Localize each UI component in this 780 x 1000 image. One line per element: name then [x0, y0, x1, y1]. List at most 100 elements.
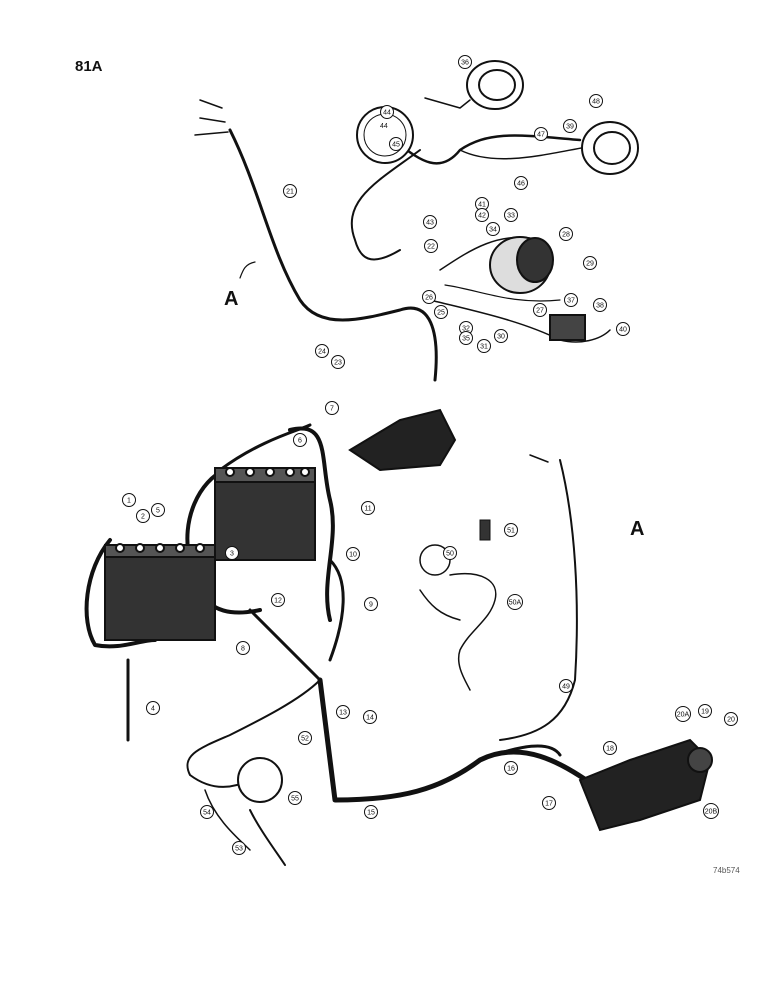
- callout-label: 41: [478, 202, 486, 209]
- callout-circle: [346, 547, 360, 561]
- callout-label: 24: [318, 349, 326, 356]
- callout-4: 4: [146, 701, 160, 715]
- callout-label: 33: [507, 213, 515, 220]
- callout-circle: [225, 546, 239, 560]
- callout-3: 3: [225, 546, 239, 560]
- callout-30: 30: [494, 329, 508, 343]
- callout-11: 11: [361, 501, 375, 515]
- callout-28: 28: [559, 227, 573, 241]
- callout-label: 29: [586, 261, 594, 268]
- callout-label: 37: [567, 298, 575, 305]
- callout-circle: [336, 705, 350, 719]
- callout-label: 10: [349, 552, 357, 559]
- callout-circle: [589, 94, 603, 108]
- callout-label: 50A: [509, 600, 522, 607]
- callout-24: 24: [315, 344, 329, 358]
- callout-54: 54: [200, 805, 214, 819]
- harness-21: [228, 128, 438, 382]
- callout-circle: [361, 501, 375, 515]
- callout-circle: [542, 796, 556, 810]
- callout-label: 14: [366, 715, 374, 722]
- callout-label: 5: [156, 508, 160, 515]
- callout-label: 51: [507, 528, 515, 535]
- callout-44: 44: [380, 105, 394, 119]
- callout-55: 55: [288, 791, 302, 805]
- callout-label: 47: [537, 132, 545, 139]
- callout-53: 53: [232, 841, 246, 855]
- harness-49: [499, 459, 578, 741]
- callout-34: 34: [486, 222, 500, 236]
- callout-circle: [325, 401, 339, 415]
- callout-label: 38: [596, 303, 604, 310]
- callout-33: 33: [504, 208, 518, 222]
- callout-circle: [477, 339, 491, 353]
- callout-circle: [675, 706, 691, 722]
- callout-circle: [504, 208, 518, 222]
- callout-circle: [507, 594, 523, 610]
- callout-circle: [475, 208, 489, 222]
- callout-43: 43: [423, 215, 437, 229]
- callout-9: 9: [364, 597, 378, 611]
- callout-circle: [559, 679, 573, 693]
- callout-circle: [603, 741, 617, 755]
- callout-label: 46: [517, 181, 525, 188]
- callout-circle: [364, 805, 378, 819]
- callout-circle: [559, 227, 573, 241]
- callout-label: 23: [334, 360, 342, 367]
- callout-label: 20: [727, 717, 735, 724]
- callout-label: 31: [480, 344, 488, 351]
- callout-21: 21: [283, 184, 297, 198]
- callout-25: 25: [434, 305, 448, 319]
- callout-50a: 50A: [507, 594, 523, 610]
- callout-16: 16: [504, 761, 518, 775]
- callout-label: 26: [425, 295, 433, 302]
- callout-label: 34: [489, 227, 497, 234]
- callout-circle: [534, 127, 548, 141]
- callout-circle: [422, 290, 436, 304]
- callout-46: 46: [514, 176, 528, 190]
- callout-circle: [389, 137, 403, 151]
- cable-8: [248, 608, 322, 682]
- callout-50: 50: [443, 546, 457, 560]
- callout-circle: [122, 493, 136, 507]
- callout-36: 36: [458, 55, 472, 69]
- callout-27: 27: [533, 303, 547, 317]
- callout-10: 10: [346, 547, 360, 561]
- callout-label: 6: [298, 438, 302, 445]
- callout-label: 15: [367, 810, 375, 817]
- callout-label: 42: [478, 213, 486, 220]
- callout-15: 15: [364, 805, 378, 819]
- callout-45: 45: [389, 137, 403, 151]
- callout-label: 32: [462, 326, 470, 333]
- callout-6: 6: [293, 433, 307, 447]
- callout-51: 51: [504, 523, 518, 537]
- callout-label: 1: [127, 498, 131, 505]
- callout-label: 53: [235, 846, 243, 853]
- gauge-label-44: 44: [380, 123, 388, 130]
- callout-29: 29: [583, 256, 597, 270]
- callout-52: 52: [298, 731, 312, 745]
- battery-left: [104, 543, 216, 641]
- callout-13: 13: [336, 705, 350, 719]
- callout-circle: [298, 731, 312, 745]
- callout-label: 52: [301, 736, 309, 743]
- callout-7: 7: [325, 401, 339, 415]
- callout-circle: [315, 344, 329, 358]
- callout-20: 20: [724, 712, 738, 726]
- callout-circle: [724, 712, 738, 726]
- callout-label: 18: [606, 746, 614, 753]
- callout-circle: [434, 305, 448, 319]
- cable-7: [288, 426, 335, 622]
- callout-circle: [504, 523, 518, 537]
- callout-label: 49: [562, 684, 570, 691]
- callout-label: 25: [437, 310, 445, 317]
- callout-42: 42: [475, 208, 489, 222]
- callout-12: 12: [271, 593, 285, 607]
- callout-label: 22: [427, 244, 435, 251]
- callout-circle: [293, 433, 307, 447]
- callout-circle: [283, 184, 297, 198]
- callout-38: 38: [593, 298, 607, 312]
- callout-label: 27: [536, 308, 544, 315]
- callout-circle: [458, 55, 472, 69]
